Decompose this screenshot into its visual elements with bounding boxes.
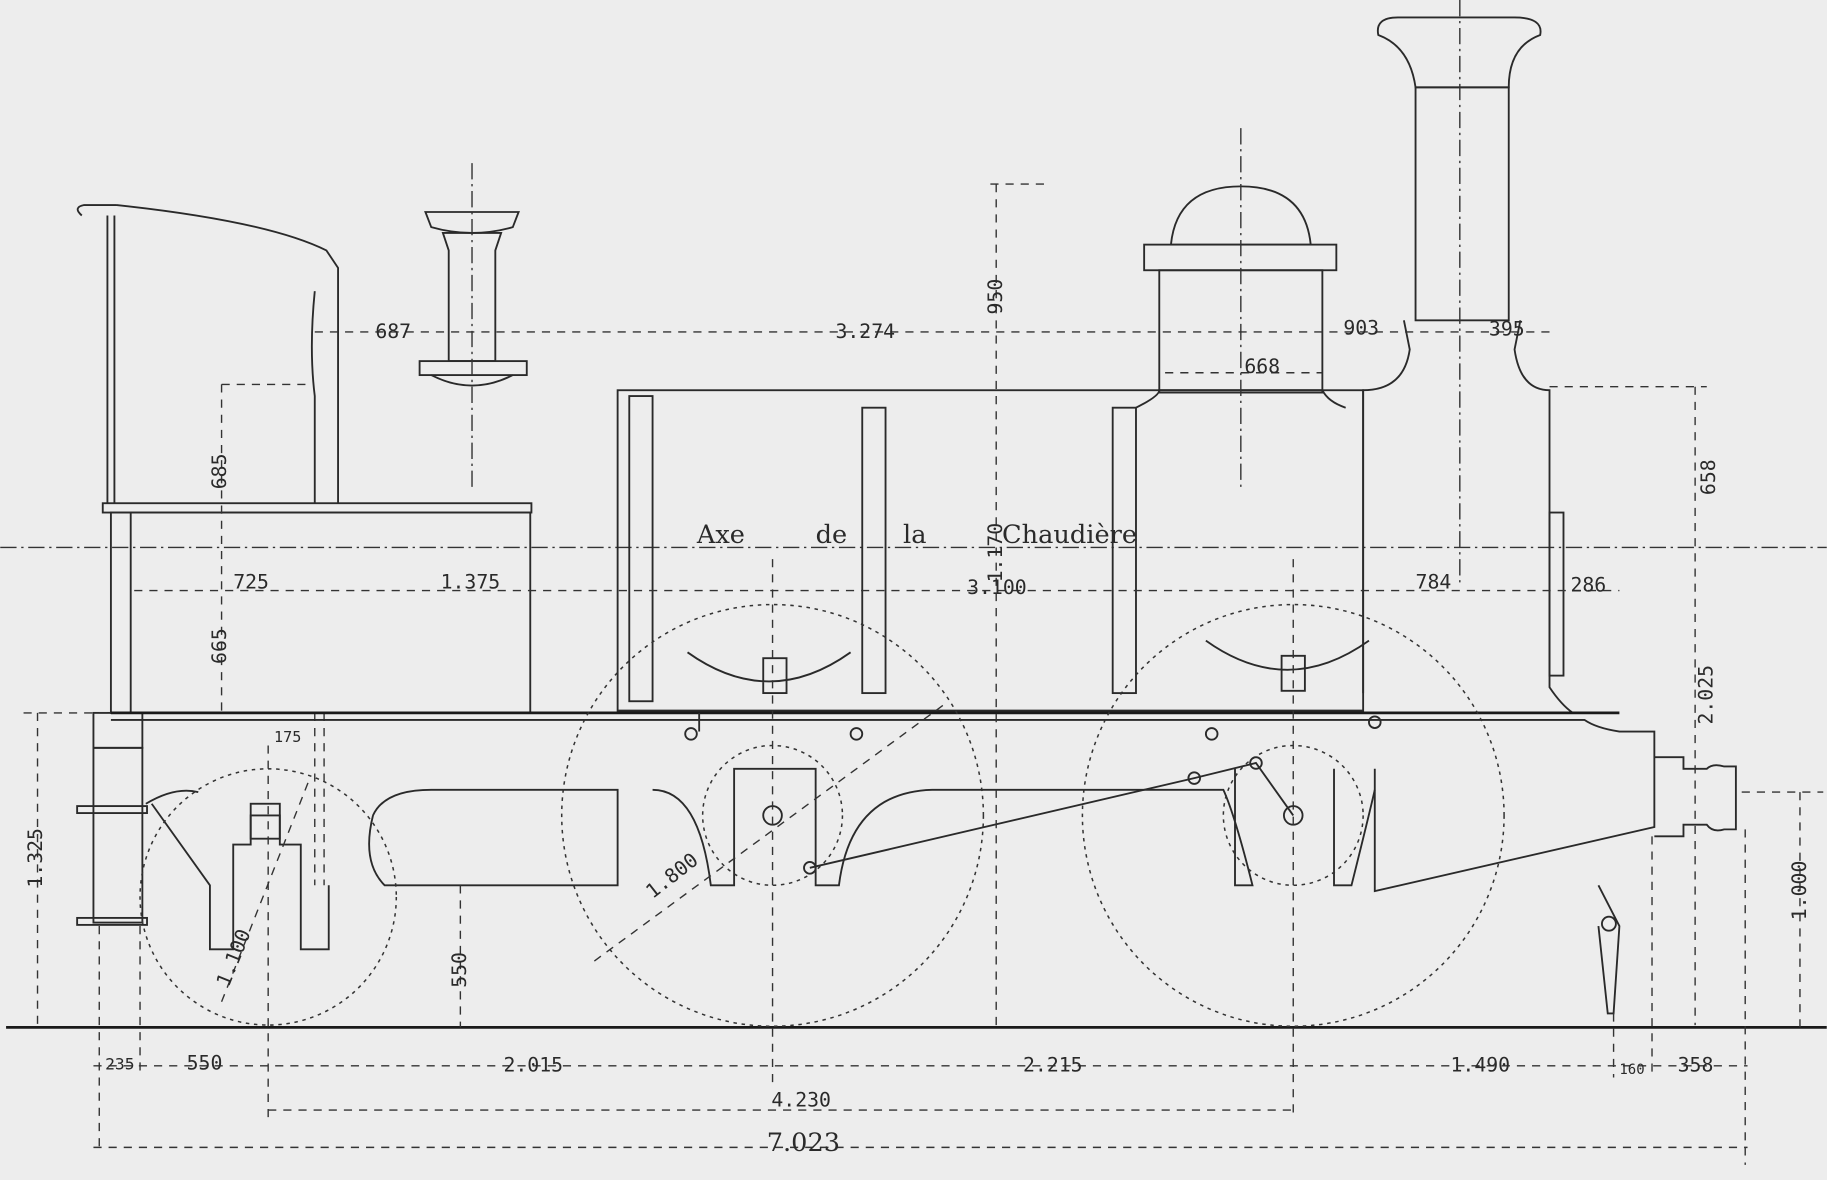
dim-label: 725 (233, 570, 269, 593)
boiler (616, 389, 1370, 712)
dim-label: 2.015 (503, 1054, 563, 1077)
dim-label: 685 (208, 453, 231, 489)
dimension-lines (23, 183, 1824, 1165)
dim-label: 2.025 (1695, 665, 1718, 725)
dim-label: 903 (1343, 316, 1379, 339)
dim-label: 665 (208, 628, 231, 664)
dim-label: 160 (1619, 1062, 1644, 1078)
dim-label: 3.100 (967, 576, 1027, 599)
dim-label: 286 (1570, 574, 1606, 597)
dim-label: 1.490 (1450, 1054, 1510, 1077)
dim-label: 668 (1244, 355, 1280, 378)
dim-label: 2.215 (1023, 1054, 1083, 1077)
dim-label: 4.230 (771, 1089, 831, 1112)
caption-word: Chaudière (1002, 520, 1137, 550)
dim-label: 1.375 (441, 570, 501, 593)
dim-label: 235 (105, 1054, 134, 1073)
dim-label: 550 (448, 952, 471, 988)
dim-label: 1.325 (24, 828, 47, 888)
caption-word: la (903, 520, 926, 550)
caption-word: de (816, 520, 848, 550)
driving-wheel-front (560, 603, 985, 1027)
dim-label: 550 (187, 1051, 223, 1074)
wheels (139, 559, 1505, 1119)
dim-label: 395 (1489, 317, 1525, 340)
caption-word: Axe (696, 520, 745, 550)
frame (110, 711, 1656, 951)
dim-label: 1.800 (641, 848, 702, 903)
dim-label: 658 (1697, 459, 1720, 495)
front-buffer (1597, 756, 1737, 1015)
cab-stack (418, 163, 528, 490)
dim-label: 950 (984, 279, 1007, 315)
cab-and-tank (76, 204, 533, 926)
dim-label: 687 (375, 320, 411, 343)
dim-label: 1.170 (984, 523, 1007, 583)
dim-label: 3.274 (835, 320, 895, 343)
dim-label: 358 (1678, 1054, 1714, 1077)
dim-label: 784 (1416, 570, 1452, 593)
dim-label: 175 (274, 728, 301, 746)
driving-wheel-rear (1081, 603, 1505, 1027)
steam-dome (1135, 128, 1346, 490)
dim-label: 7.023 (767, 1128, 840, 1158)
dim-label: 1.100 (212, 926, 256, 990)
smokebox-and-chimney (1362, 0, 1574, 714)
boiler-axis-caption: Axe de la Chaudière (696, 520, 1137, 550)
dim-label: 1.000 (1788, 861, 1811, 921)
